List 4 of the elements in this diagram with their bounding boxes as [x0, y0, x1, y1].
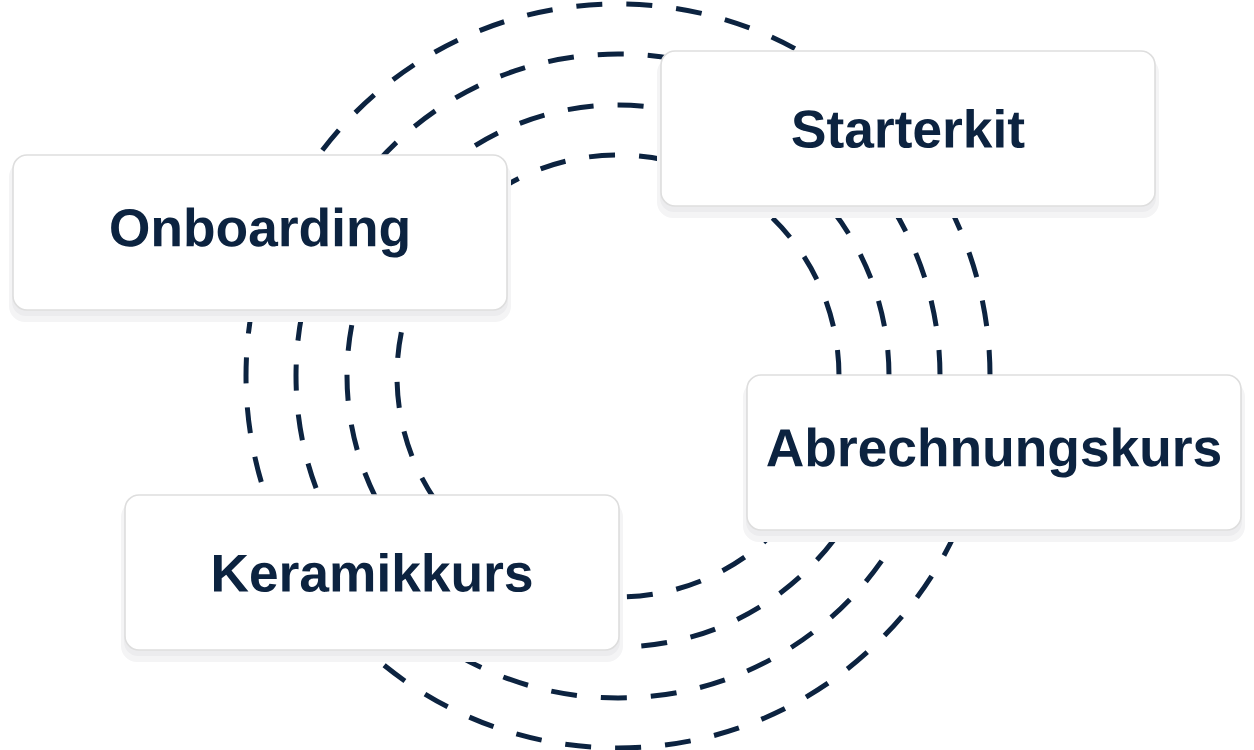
topic-card: Abrechnungskurs — [743, 374, 1245, 542]
topic-card: Starterkit — [657, 50, 1159, 218]
topic-card: Keramikkurs — [121, 494, 623, 662]
topic-card: Onboarding — [9, 154, 511, 322]
